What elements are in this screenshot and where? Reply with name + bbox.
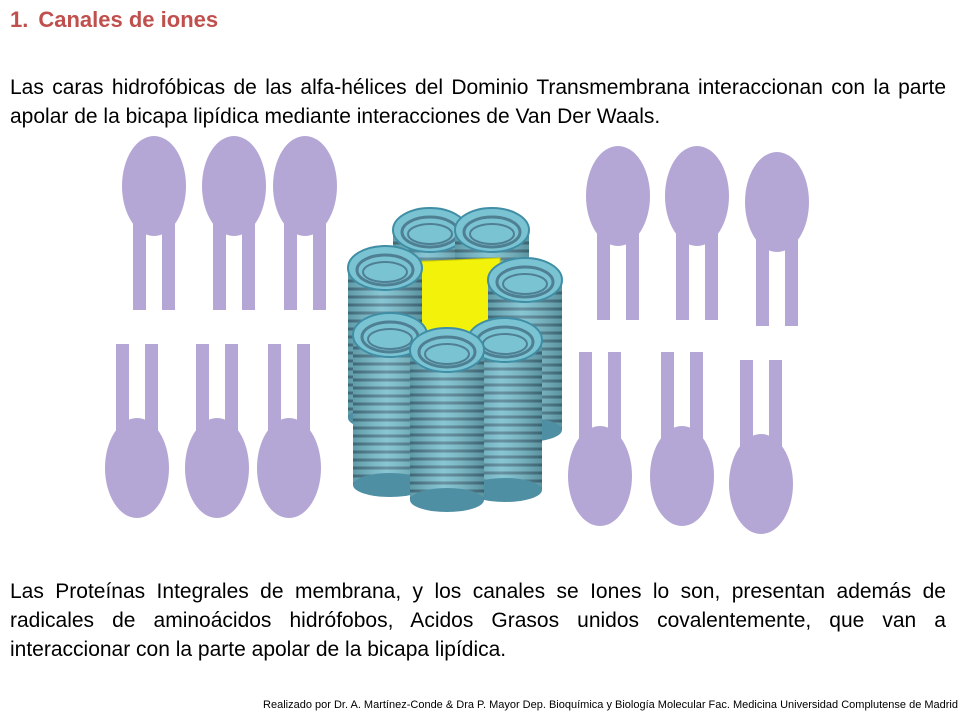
credits-footer: Realizado por Dr. A. Martínez-Conde & Dr… [263,699,958,711]
paragraph-integral-proteins: Las Proteínas Integrales de membrana, y … [10,580,946,661]
lipid-upper-right-2 [665,146,729,320]
lipid-lower-right-2 [650,352,714,526]
lipid-lower-left-1 [105,344,169,518]
section-heading: 1. Canales de iones [10,7,218,33]
helix-front-center [408,326,486,514]
lipid-lower-right-1 [568,352,632,526]
lipid-lower-left-3 [257,344,321,518]
lipid-lower-right-3 [729,360,793,534]
ion-channel [346,206,564,514]
lipid-upper-left-2 [202,136,266,310]
lipid-upper-left-1 [122,136,186,310]
heading-number: 1. [10,7,29,32]
heading-title: Canales de iones [38,7,219,32]
lipid-lower-left-2 [185,344,249,518]
paragraph-hydrophobic-faces: Las caras hidrofóbicas de las alfa-hélic… [10,76,946,128]
lipid-upper-left-3 [273,136,337,310]
lipid-upper-right-3 [745,152,809,326]
lipid-upper-right-1 [586,146,650,320]
